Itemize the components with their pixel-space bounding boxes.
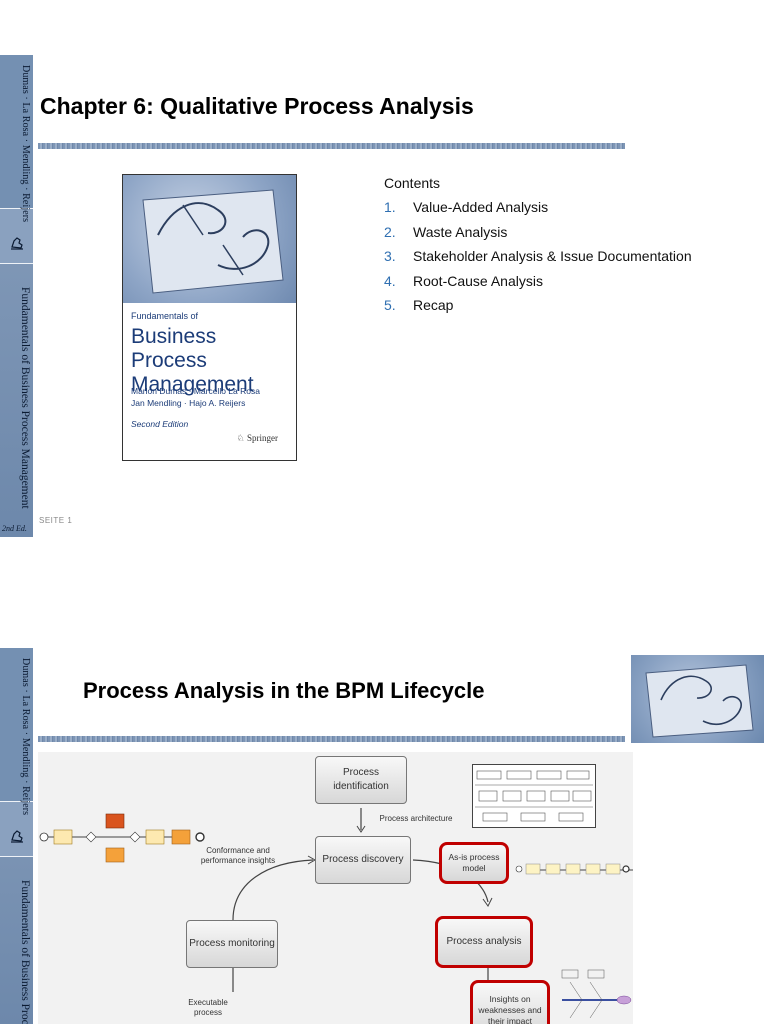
executable-process-label: Executable process xyxy=(188,998,228,1017)
process-identification-box: Process identification xyxy=(315,756,407,804)
slide-2: Dumas · La Rosa · Mendling · Reijers Fun… xyxy=(0,648,768,1024)
item-number: 1. xyxy=(384,199,396,215)
contents-item: 1. Value-Added Analysis xyxy=(384,199,692,224)
process-model-thumbnail xyxy=(39,813,205,863)
item-number: 4. xyxy=(384,272,396,289)
insights-box: Insights on weaknesses and their impact xyxy=(470,980,550,1024)
drawing-hands-thumbnail xyxy=(645,664,754,738)
sidebar-icon-area xyxy=(0,802,33,856)
title-rule xyxy=(38,143,625,149)
slide-title: Chapter 6: Qualitative Process Analysis xyxy=(40,93,474,119)
cover-title: Business Process Management xyxy=(131,325,254,396)
contents-item: 3. Stakeholder Analysis & Issue Documenta… xyxy=(384,248,692,273)
cover-authors-line-2: Jan Mendling · Hajo A. Reijers xyxy=(131,398,246,408)
cover-authors-line-1: Marlon Dumas · Marcello La Rosa xyxy=(131,386,260,396)
drawing-hands-illustration xyxy=(142,189,284,294)
process-architecture-label: Process architecture xyxy=(379,814,453,823)
item-label: Value-Added Analysis xyxy=(413,199,549,215)
book-cover: Fundamentals of Business Process Managem… xyxy=(122,174,297,461)
sidebar-edition: 2nd Ed. xyxy=(2,524,27,533)
slide-title: Process Analysis in the BPM Lifecycle xyxy=(83,678,485,703)
sidebar-divider-2 xyxy=(0,263,33,264)
contents-item: 2. Waste Analysis xyxy=(384,224,692,249)
sidebar-divider-2 xyxy=(0,856,33,857)
page-number: SEITE 1 xyxy=(39,516,73,525)
cover-edition: Second Edition xyxy=(131,419,189,429)
springer-horse-icon xyxy=(11,237,23,250)
contents-item: 4. Root-Cause Analysis xyxy=(384,273,692,298)
item-number: 5. xyxy=(384,297,396,313)
item-label: Recap xyxy=(413,297,454,313)
sidebar-strip: Dumas · La Rosa · Mendling · Reijers Fun… xyxy=(0,55,33,537)
process-discovery-box: Process discovery xyxy=(315,836,411,884)
sidebar-icon-area xyxy=(0,209,33,263)
architecture-thumbnail xyxy=(472,764,596,828)
sidebar-divider xyxy=(0,208,33,209)
sidebar-authors: Dumas · La Rosa · Mendling · Reijers xyxy=(20,658,31,816)
sidebar-top xyxy=(0,55,33,208)
conformance-insights-label: Conformance and performance insights xyxy=(200,846,276,865)
contents-list: Contents 1. Value-Added Analysis 2. Waste … xyxy=(384,175,692,322)
cover-authors: Marlon Dumas · Marcello La Rosa Jan Mend… xyxy=(131,385,296,409)
process-analysis-box: Process analysis xyxy=(435,916,533,968)
springer-horse-icon xyxy=(11,830,23,843)
item-number: 2. xyxy=(384,223,396,240)
cover-series: Fundamentals of xyxy=(131,311,199,321)
sidebar-book-title: Fundamentals of Business Process Managem… xyxy=(19,287,31,509)
sidebar-strip: Dumas · La Rosa · Mendling · Reijers Fun… xyxy=(0,648,33,1024)
corner-illustration xyxy=(631,655,764,743)
slide-1: Dumas · La Rosa · Mendling · Reijers Fun… xyxy=(0,55,768,537)
issue-register-thumbnail xyxy=(561,969,632,1019)
contents-item: 5. Recap xyxy=(384,297,692,322)
item-label: Waste Analysis xyxy=(413,223,508,240)
cover-illustration xyxy=(123,175,296,303)
cover-publisher: ♘ Springer xyxy=(236,433,278,443)
sidebar-book-title: Fundamentals of Business Process xyxy=(19,880,31,1024)
item-label: Stakeholder Analysis & Issue Documentati… xyxy=(413,248,692,264)
as-is-model-thumbnail xyxy=(515,863,630,875)
title-rule xyxy=(38,736,625,742)
bpm-lifecycle-diagram: Process identification Process architect… xyxy=(38,752,633,1024)
architecture-mini-diagram xyxy=(475,770,593,822)
publisher-name: Springer xyxy=(247,433,278,443)
sidebar-divider xyxy=(0,801,33,802)
item-number: 3. xyxy=(384,248,396,264)
as-is-model-box: As-is process model xyxy=(439,842,509,884)
process-monitoring-box: Process monitoring xyxy=(186,920,278,968)
contents-heading: Contents xyxy=(384,175,441,191)
item-label: Root-Cause Analysis xyxy=(413,272,543,289)
sidebar-top xyxy=(0,648,33,801)
sidebar-authors: Dumas · La Rosa · Mendling · Reijers xyxy=(20,65,31,223)
